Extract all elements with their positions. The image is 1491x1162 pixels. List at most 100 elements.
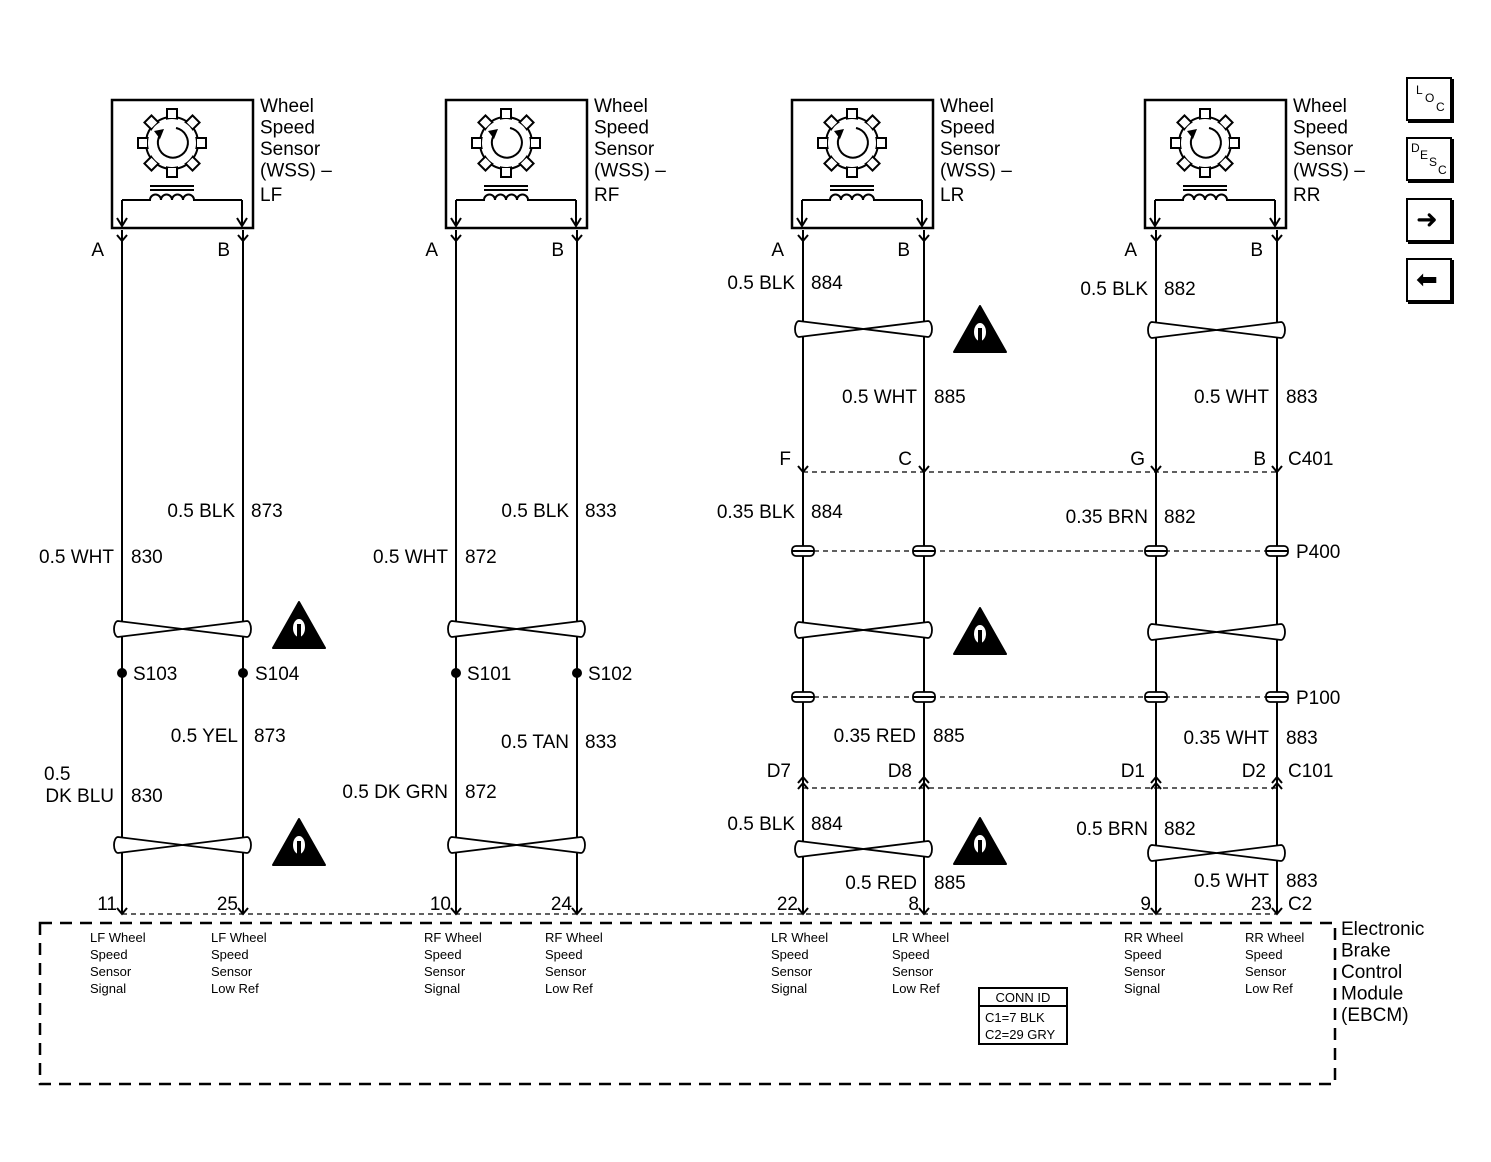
- sensor-pin-b: B: [217, 240, 230, 261]
- circuit-number: 872: [465, 547, 497, 568]
- terminal-arrow: [1149, 217, 1161, 228]
- warning-icon-mark: [978, 328, 982, 344]
- conn-id-title: CONN ID: [996, 990, 1051, 1005]
- sensor-position: RF: [594, 185, 619, 206]
- tone-ring-tooth: [166, 166, 178, 178]
- twisted-pair-symbol: [113, 836, 252, 854]
- wire-color: DK BLU: [45, 786, 114, 807]
- conn-id-line: C2=29 GRY: [985, 1027, 1056, 1042]
- tone-ring-tooth: [817, 137, 829, 149]
- tone-ring-tooth: [875, 137, 887, 149]
- terminal-arrow: [1269, 217, 1281, 228]
- rotation-arrow-head: [834, 129, 844, 139]
- splice-dot: [238, 668, 248, 678]
- connector-name: C101: [1288, 761, 1333, 782]
- connector-terminal-down: [1150, 234, 1162, 243]
- circuit-number: 873: [254, 726, 286, 747]
- ebcm-pin-number: 24: [551, 894, 573, 915]
- wire-color: 0.5 BLK: [501, 501, 569, 522]
- twisted-pair-symbol: [447, 836, 586, 854]
- tone-ring-tooth: [1217, 155, 1234, 172]
- wire-color: 0.5 BLK: [727, 814, 795, 835]
- splice-label: S104: [255, 664, 300, 685]
- tone-ring-tooth: [500, 166, 512, 178]
- left-arrow-icon: ⬅: [1416, 265, 1438, 295]
- tone-ring-tooth: [823, 114, 840, 131]
- wire-color: 0.5 WHT: [39, 547, 114, 568]
- connector-terminal-up: [918, 781, 930, 790]
- coil-icon: [122, 193, 242, 201]
- tone-ring-tooth: [477, 155, 494, 172]
- tone-ring-tooth: [137, 137, 149, 149]
- ebcm-pin-number: 23: [1251, 894, 1272, 915]
- tone-ring-tooth: [1228, 137, 1240, 149]
- next-arrow-button[interactable]: ➜: [1406, 198, 1452, 242]
- tone-ring-tooth: [477, 114, 494, 131]
- tone-ring-tooth: [864, 155, 881, 172]
- rotation-arrow-icon: [836, 127, 869, 159]
- wire-color: 0.5 DK GRN: [342, 782, 448, 803]
- splice-label: S103: [133, 664, 177, 685]
- connector-terminal-up: [1150, 775, 1162, 784]
- wire-color: 0.5 RED: [845, 873, 917, 894]
- twisted-pair-symbol: [794, 840, 933, 858]
- connector-terminal-down: [797, 234, 809, 243]
- connector-terminal-down: [1271, 465, 1283, 474]
- coil-icon: [1155, 193, 1275, 201]
- connector-terminal-down: [918, 465, 930, 474]
- terminal-arrow: [570, 217, 582, 228]
- description-button[interactable]: D E S C: [1406, 137, 1452, 181]
- splice-label: S101: [467, 664, 511, 685]
- location-letter-o: O: [1425, 91, 1435, 105]
- location-button[interactable]: L O C: [1406, 77, 1452, 121]
- connector-pin: D2: [1242, 761, 1266, 782]
- connector-pin: D7: [767, 761, 791, 782]
- connector-pin: B: [1253, 449, 1266, 470]
- ebcm-pin-number: 25: [217, 894, 238, 915]
- connector-terminal-up: [797, 781, 809, 790]
- circuit-number: 883: [1286, 387, 1318, 408]
- description-letter-c: C: [1438, 163, 1447, 177]
- tone-ring-tooth: [195, 137, 207, 149]
- terminal-arrow: [236, 217, 248, 228]
- tone-ring-tooth: [823, 155, 840, 172]
- wire-size: 0.5: [44, 764, 70, 785]
- ebcm-pin-number: 11: [97, 894, 117, 915]
- rotation-arrow-icon: [490, 127, 523, 159]
- connector-pin: D8: [888, 761, 912, 782]
- sensor-pin-a: A: [771, 240, 784, 261]
- ebcm-box: [38, 921, 1337, 1086]
- tone-ring-tooth: [1176, 155, 1193, 172]
- warning-icon-mark: [978, 630, 982, 646]
- tone-ring-tooth: [518, 155, 535, 172]
- ebcm-pin-number: 9: [1140, 894, 1151, 915]
- rotation-arrow-icon: [1189, 127, 1222, 159]
- wire-color: 0.5 TAN: [501, 732, 569, 753]
- circuit-number: 885: [934, 387, 966, 408]
- rotation-arrow-head: [488, 129, 498, 139]
- circuit-number: 883: [1286, 871, 1318, 892]
- tone-ring-tooth: [1170, 137, 1182, 149]
- tone-ring-tooth: [864, 114, 881, 131]
- circuit-number: 830: [131, 786, 163, 807]
- tone-ring-tooth: [518, 114, 535, 131]
- circuit-number: 884: [811, 814, 843, 835]
- circuit-number: 883: [1286, 728, 1318, 749]
- sensor-position: LR: [940, 185, 964, 206]
- conn-id-line: C1=7 BLK: [985, 1010, 1045, 1025]
- connector-pin: F: [779, 449, 791, 470]
- wire-color: 0.5 BLK: [1080, 279, 1148, 300]
- sensor-position: RR: [1293, 185, 1320, 206]
- circuit-number: 882: [1164, 507, 1196, 528]
- connector-terminal-up: [1271, 775, 1283, 784]
- previous-arrow-button[interactable]: ⬅: [1406, 258, 1452, 302]
